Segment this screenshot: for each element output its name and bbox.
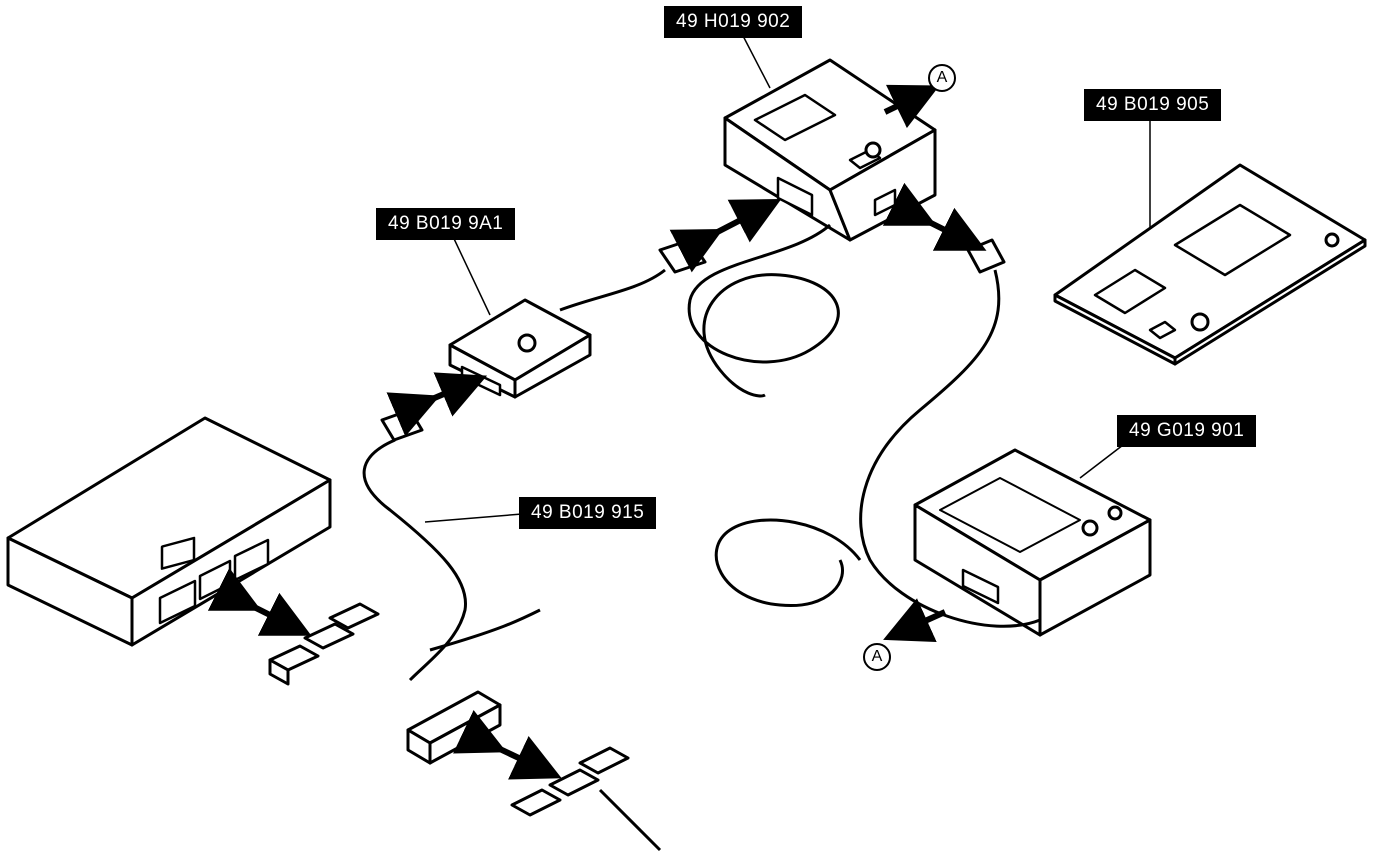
connection-arrows [207,182,987,780]
tester-unit [913,448,1152,637]
adapter-unit [723,58,937,242]
label-harness: 49 B019 915 [519,497,657,529]
callout-a-top: A [928,64,956,92]
leader-lines [424,29,1151,523]
label-tester: 49 G019 901 [1117,415,1257,447]
fault-panel [1053,163,1367,366]
label-fault-panel: 49 B019 905 [1084,89,1222,121]
label-sst-module: 49 B019 9A1 [376,208,516,240]
control-unit [6,416,332,647]
callout-a-bottom: A [863,643,891,671]
out-arrows [883,84,947,643]
label-adapter-unit: 49 H019 902 [664,6,803,38]
sst-module [448,298,592,399]
cables [362,223,1041,852]
